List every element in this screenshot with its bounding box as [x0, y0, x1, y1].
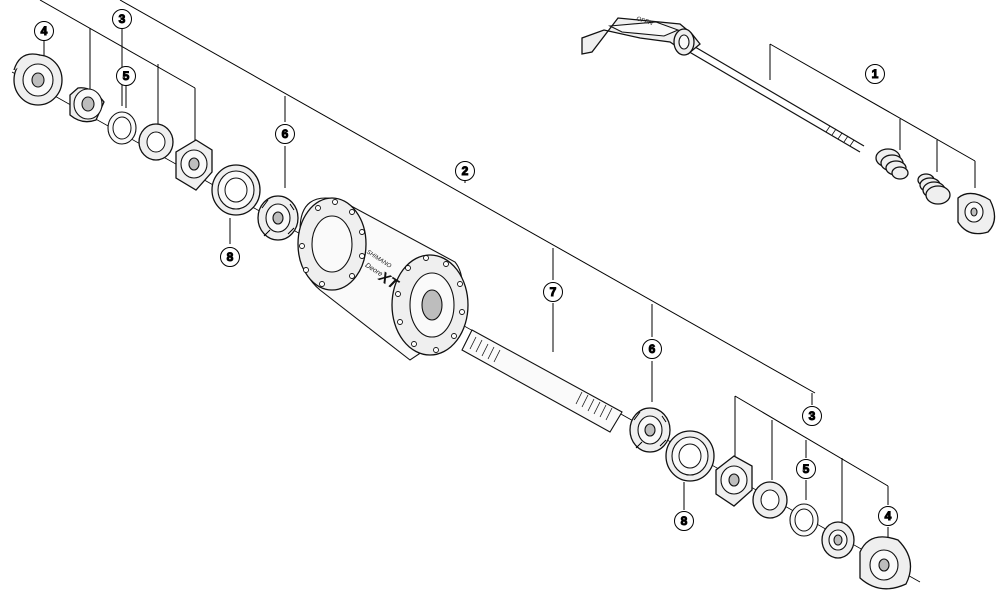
axle: [461, 329, 623, 433]
svg-text:1: 1: [872, 67, 879, 81]
right-lock-nut: [715, 455, 753, 507]
skewer-nut: [957, 192, 996, 235]
left-lock-nut: [175, 139, 213, 191]
hub-shell: SHIMANO Deore XT: [297, 197, 469, 361]
callout-8-bottom: 8: [674, 511, 694, 531]
callout-3-bottom: 3: [802, 406, 822, 426]
skewer-spring-2: [917, 173, 951, 205]
svg-text:6: 6: [282, 127, 289, 141]
left-spacer-ring: [107, 111, 137, 145]
left-bearing-cone: [257, 195, 299, 241]
quick-release-skewer: OPEN: [581, 16, 865, 153]
hub-spoke-holes: [299, 199, 465, 353]
svg-text:3: 3: [119, 12, 126, 26]
right-washer: [752, 481, 788, 519]
callout-4-top: 4: [34, 21, 54, 41]
right-bearing-cone: [629, 407, 671, 453]
callout-5-top: 5: [116, 66, 136, 86]
left-dust-cap: [13, 53, 63, 106]
svg-text:4: 4: [41, 24, 48, 38]
svg-text:8: 8: [227, 250, 234, 264]
callout-3-top: 3: [112, 9, 132, 29]
svg-text:3: 3: [809, 409, 816, 423]
callout-2: 2: [455, 161, 475, 181]
callout-1: 1: [865, 64, 885, 84]
skewer-lever: OPEN: [581, 16, 701, 56]
callout-7: 7: [543, 282, 563, 302]
right-spacer-ring: [789, 503, 819, 537]
svg-text:6: 6: [649, 342, 656, 356]
callout-4-bottom: 4: [878, 506, 898, 526]
callouts: 4 3 5 6 8 2 7 6 3 5 4 8 1: [34, 9, 898, 531]
left-washer: [138, 123, 174, 161]
svg-text:8: 8: [681, 514, 688, 528]
svg-text:7: 7: [550, 285, 557, 299]
svg-text:2: 2: [462, 164, 469, 178]
skewer-spring-1: [875, 148, 909, 180]
svg-text:OPEN: OPEN: [635, 16, 654, 27]
svg-text:4: 4: [885, 509, 892, 523]
svg-text:5: 5: [123, 69, 130, 83]
svg-text:5: 5: [803, 462, 810, 476]
left-cone-nut: [69, 87, 105, 123]
callout-6-top: 6: [275, 124, 295, 144]
callout-5-bottom: 5: [796, 459, 816, 479]
leader-lines: [39, 0, 976, 548]
right-cone-nut: [821, 521, 855, 559]
callout-8-top: 8: [220, 247, 240, 267]
left-seal: [211, 164, 261, 216]
callout-6-bottom: 6: [642, 339, 662, 359]
right-seal: [665, 430, 715, 482]
right-dust-cap: [859, 536, 912, 590]
